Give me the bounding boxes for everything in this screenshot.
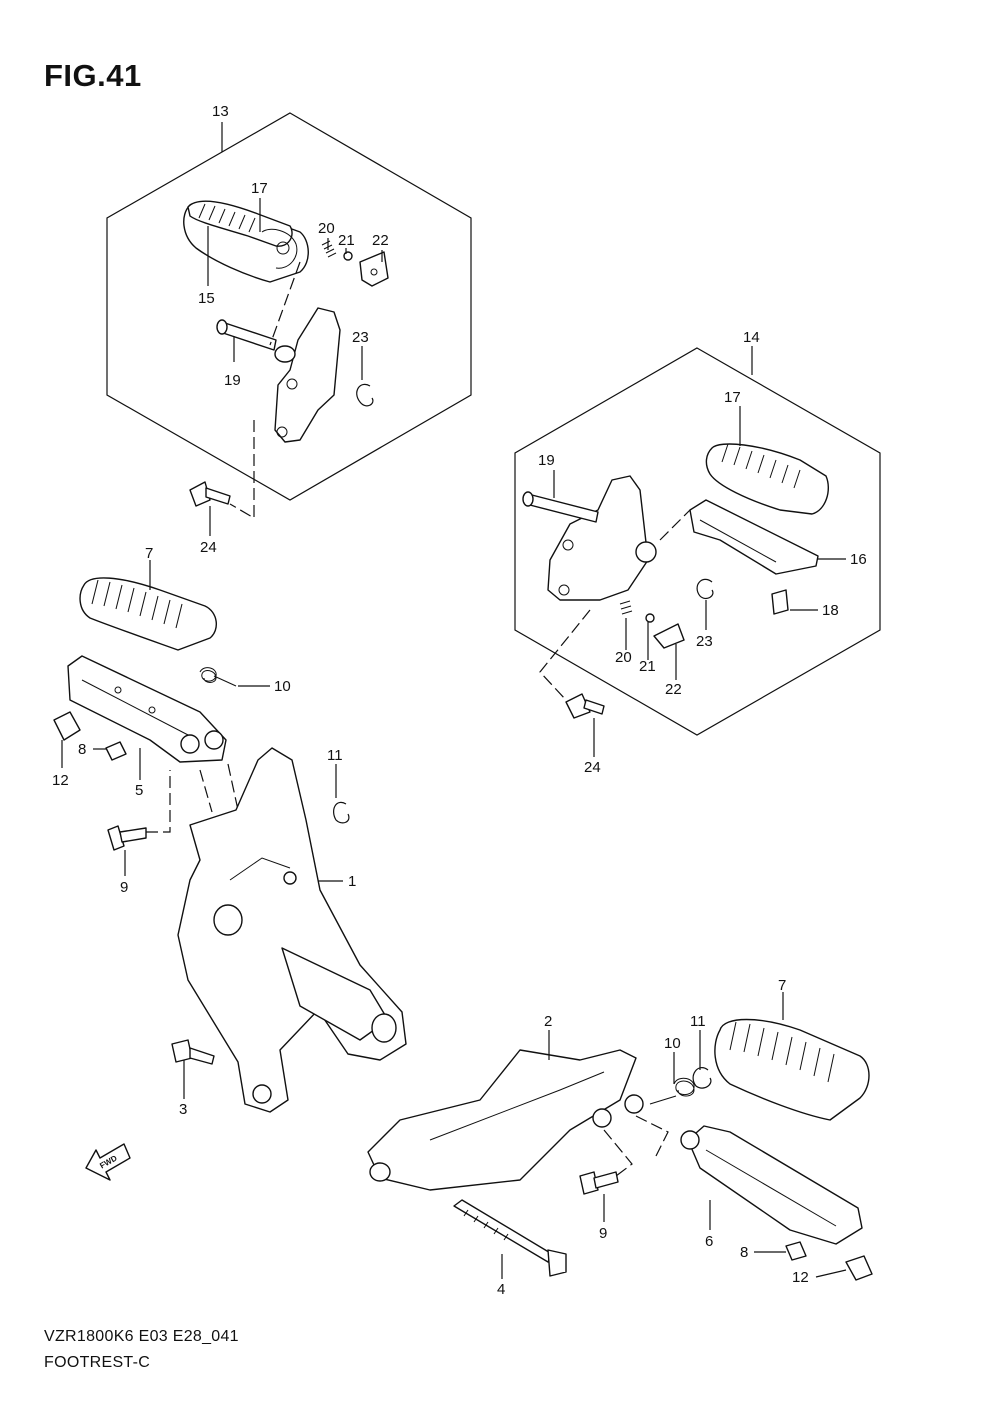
spring-10-left bbox=[199, 667, 237, 687]
callout-2: 2 bbox=[544, 1013, 552, 1030]
footrest-5 bbox=[67, 655, 227, 763]
callout-5: 5 bbox=[135, 782, 143, 799]
spring-10-right bbox=[649, 1077, 695, 1105]
callout-21: 21 bbox=[639, 658, 656, 675]
callout-10: 10 bbox=[274, 678, 291, 695]
bolt-4 bbox=[453, 1199, 553, 1263]
spring-20-right bbox=[619, 600, 633, 615]
spring-20-upper bbox=[321, 240, 337, 258]
callout-16: 16 bbox=[850, 551, 867, 568]
rubber-17-ribs bbox=[198, 203, 256, 233]
callout-12: 12 bbox=[52, 772, 69, 789]
rubber-7-right-ribs bbox=[729, 1021, 835, 1083]
callout-9: 9 bbox=[120, 879, 128, 896]
clip-23-upper bbox=[356, 383, 374, 407]
callout-9: 9 bbox=[599, 1225, 607, 1242]
callout-15: 15 bbox=[198, 290, 215, 307]
bolt-9-left bbox=[107, 825, 125, 851]
callout-24: 24 bbox=[584, 759, 601, 776]
bolt-24-right bbox=[565, 693, 591, 719]
callout-1: 1 bbox=[348, 873, 356, 890]
callout-10: 10 bbox=[664, 1035, 681, 1052]
callout-22: 22 bbox=[665, 681, 682, 698]
callout-20: 20 bbox=[318, 220, 335, 237]
callout-7: 7 bbox=[145, 545, 153, 562]
figure-title: FIG.41 bbox=[44, 58, 142, 93]
cap-12-left bbox=[53, 711, 81, 741]
assembly-13-outline bbox=[106, 112, 472, 501]
callout-22: 22 bbox=[372, 232, 389, 249]
clip-23-right bbox=[696, 578, 714, 600]
callout-13: 13 bbox=[212, 103, 229, 120]
callout-19: 19 bbox=[224, 372, 241, 389]
callout-4: 4 bbox=[497, 1281, 505, 1298]
rubber-7-left-ribs bbox=[91, 579, 183, 629]
footrest-6 bbox=[687, 1125, 863, 1245]
callout-21: 21 bbox=[338, 232, 355, 249]
ball-21-right bbox=[645, 613, 655, 623]
fwd-arrow-icon: FWD bbox=[85, 1143, 131, 1181]
pin-19-upper bbox=[219, 321, 277, 351]
callout-11: 11 bbox=[327, 747, 343, 764]
bolt-18 bbox=[771, 589, 789, 615]
bolt-9-right bbox=[579, 1171, 599, 1195]
callout-8: 8 bbox=[78, 741, 86, 758]
section-name: FOOTREST-C bbox=[44, 1354, 151, 1371]
callout-18: 18 bbox=[822, 602, 839, 619]
nut-8-right bbox=[785, 1241, 807, 1261]
pin-19-right bbox=[525, 493, 599, 523]
callout-23: 23 bbox=[352, 329, 369, 346]
callout-8: 8 bbox=[740, 1244, 748, 1261]
bolt-24-upper bbox=[189, 481, 211, 507]
callout-17: 17 bbox=[724, 389, 741, 406]
leader-lines bbox=[61, 122, 847, 1279]
callout-19: 19 bbox=[538, 452, 555, 469]
bracket-right bbox=[547, 475, 649, 601]
callout-23: 23 bbox=[696, 633, 713, 650]
footrest-16 bbox=[689, 499, 819, 575]
callout-11: 11 bbox=[690, 1013, 706, 1030]
cap-12-right bbox=[845, 1255, 873, 1281]
callout-3: 3 bbox=[179, 1101, 187, 1118]
clip-11-right bbox=[692, 1067, 712, 1089]
callout-6: 6 bbox=[705, 1233, 713, 1250]
callout-7: 7 bbox=[778, 977, 786, 994]
callout-14: 14 bbox=[743, 329, 760, 346]
callout-17: 17 bbox=[251, 180, 268, 197]
callout-20: 20 bbox=[615, 649, 632, 666]
clip-11-left bbox=[333, 801, 350, 824]
rubber-7-right bbox=[714, 1018, 870, 1121]
rubber-17-right-ribs bbox=[721, 443, 801, 489]
nut-8-left bbox=[105, 741, 127, 761]
callout-24: 24 bbox=[200, 539, 217, 556]
rubber-17-upper bbox=[187, 200, 293, 247]
bracket-upper bbox=[274, 307, 341, 443]
model-code: VZR1800K6 E03 E28_041 bbox=[44, 1328, 239, 1345]
frame-bracket-2 bbox=[367, 1049, 637, 1191]
rubber-7-left bbox=[79, 577, 217, 651]
plate-22-right bbox=[653, 623, 685, 649]
callout-12: 12 bbox=[792, 1269, 809, 1286]
assembly-14-outline bbox=[514, 347, 881, 736]
bolt-3 bbox=[171, 1039, 193, 1063]
ball-21-upper bbox=[343, 251, 353, 261]
rubber-17-right bbox=[705, 443, 830, 515]
